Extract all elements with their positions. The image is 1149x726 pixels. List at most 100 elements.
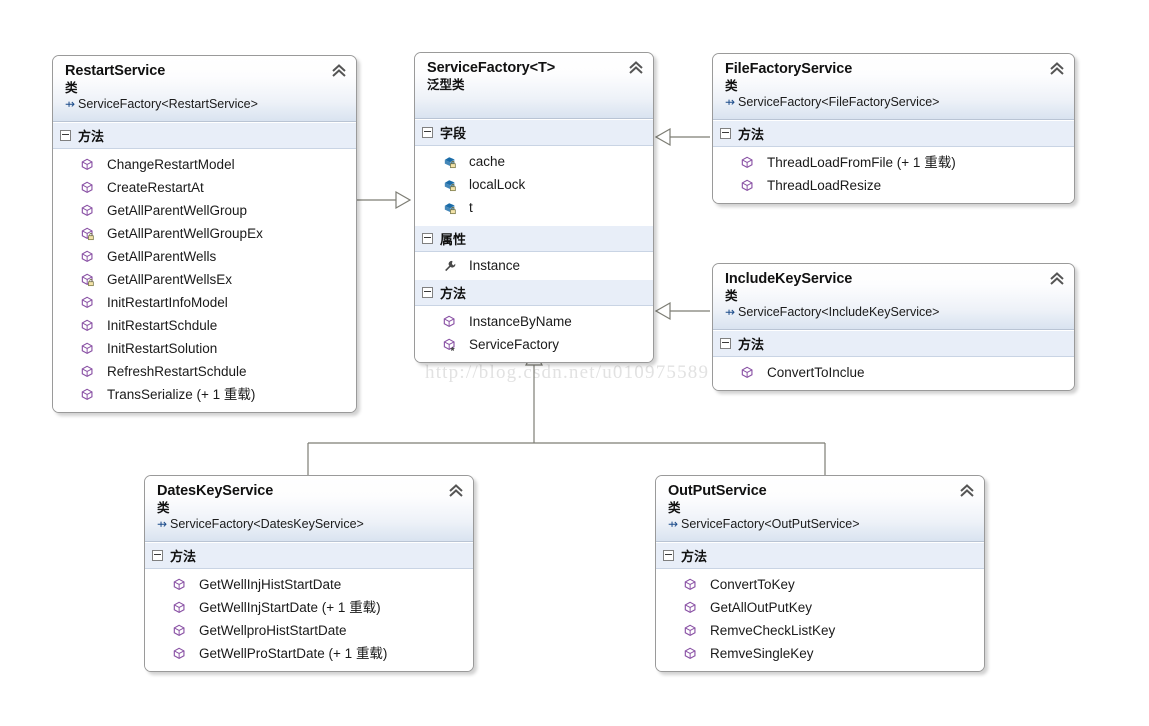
member-row[interactable]: ConvertToInclue bbox=[713, 361, 1074, 384]
member-name: InitRestartInfoModel bbox=[107, 295, 228, 310]
class-box-output-service[interactable]: OutPutService 类 ⇸ServiceFactory<OutPutSe… bbox=[655, 475, 985, 672]
collapse-chevron-icon[interactable] bbox=[1049, 62, 1065, 76]
method-private-icon bbox=[81, 227, 95, 241]
collapse-expander-icon[interactable] bbox=[720, 128, 731, 139]
section-properties: 属性 Instance bbox=[415, 225, 653, 279]
member-name: GetAllParentWells bbox=[107, 249, 217, 264]
section-title: 方法 bbox=[738, 337, 765, 352]
member-name: Instance bbox=[469, 258, 521, 273]
member-row[interactable]: CreateRestartAt bbox=[53, 176, 356, 199]
section-title: 方法 bbox=[78, 129, 105, 144]
member-row[interactable]: InitRestartInfoModel bbox=[53, 291, 356, 314]
section-header[interactable]: 方法 bbox=[53, 122, 356, 149]
class-header: ServiceFactory<T> 泛型类 bbox=[415, 53, 653, 119]
section-header[interactable]: 字段 bbox=[415, 119, 653, 146]
member-row[interactable]: ThreadLoadFromFile (+ 1 重载) bbox=[713, 151, 1074, 174]
member-name: t bbox=[469, 200, 473, 215]
class-kind: 类 bbox=[157, 501, 170, 515]
member-row[interactable]: ServiceFactory bbox=[415, 333, 653, 356]
method-icon bbox=[684, 624, 698, 638]
member-row[interactable]: GetWellProStartDate (+ 1 重载) bbox=[145, 642, 473, 665]
field-private-icon bbox=[443, 178, 457, 192]
collapse-chevron-icon[interactable] bbox=[448, 484, 464, 498]
member-row[interactable]: localLock bbox=[415, 173, 653, 196]
member-name: GetAllOutPutKey bbox=[710, 600, 813, 615]
member-name: GetAllParentWellsEx bbox=[107, 272, 233, 287]
method-icon bbox=[81, 365, 95, 379]
class-title: IncludeKeyService bbox=[725, 271, 853, 287]
method-icon bbox=[81, 296, 95, 310]
collapse-expander-icon[interactable] bbox=[720, 338, 731, 349]
member-row[interactable]: ThreadLoadResize bbox=[713, 174, 1074, 197]
member-row[interactable]: GetWellproHistStartDate bbox=[145, 619, 473, 642]
collapse-chevron-icon[interactable] bbox=[331, 64, 347, 78]
method-icon bbox=[684, 647, 698, 661]
class-box-dates-key-service[interactable]: DatesKeyService 类 ⇸ServiceFactory<DatesK… bbox=[144, 475, 474, 672]
member-row[interactable]: RefreshRestartSchdule bbox=[53, 360, 356, 383]
section-methods: 方法 ConvertToKey GetAllOutPutKey RemveChe… bbox=[656, 542, 984, 671]
collapse-expander-icon[interactable] bbox=[663, 550, 674, 561]
section-header[interactable]: 方法 bbox=[713, 120, 1074, 147]
class-base-type bbox=[427, 93, 643, 110]
member-row[interactable]: RemveSingleKey bbox=[656, 642, 984, 665]
member-row[interactable]: TransSerialize (+ 1 重载) bbox=[53, 383, 356, 406]
class-kind: 类 bbox=[65, 81, 78, 95]
property-icon bbox=[443, 259, 457, 273]
section-header[interactable]: 方法 bbox=[145, 542, 473, 569]
class-box-restart-service[interactable]: RestartService 类 ⇸ServiceFactory<Restart… bbox=[52, 55, 357, 413]
member-row[interactable]: ChangeRestartModel bbox=[53, 153, 356, 176]
member-name: localLock bbox=[469, 177, 526, 192]
member-name: GetWellInjStartDate (+ 1 重载) bbox=[199, 600, 381, 615]
method-icon bbox=[173, 601, 187, 615]
member-row[interactable]: Instance bbox=[415, 254, 653, 277]
collapse-chevron-icon[interactable] bbox=[959, 484, 975, 498]
member-row[interactable]: GetAllOutPutKey bbox=[656, 596, 984, 619]
collapse-expander-icon[interactable] bbox=[60, 130, 71, 141]
member-row[interactable]: GetWellInjHistStartDate bbox=[145, 573, 473, 596]
member-row[interactable]: GetAllParentWellsEx bbox=[53, 268, 356, 291]
member-row[interactable]: GetAllParentWells bbox=[53, 245, 356, 268]
method-icon bbox=[173, 624, 187, 638]
section-title: 方法 bbox=[170, 549, 197, 564]
member-row[interactable]: cache bbox=[415, 150, 653, 173]
section-header[interactable]: 方法 bbox=[656, 542, 984, 569]
section-header[interactable]: 属性 bbox=[415, 225, 653, 252]
collapse-chevron-icon[interactable] bbox=[1049, 272, 1065, 286]
member-row[interactable]: GetAllParentWellGroupEx bbox=[53, 222, 356, 245]
member-row[interactable]: t bbox=[415, 196, 653, 219]
method-icon bbox=[81, 204, 95, 218]
section-methods: 方法 InstanceByName ServiceFactory bbox=[415, 279, 653, 362]
member-list: ThreadLoadFromFile (+ 1 重载) ThreadLoadRe… bbox=[713, 147, 1074, 203]
member-row[interactable]: InitRestartSchdule bbox=[53, 314, 356, 337]
member-list: ChangeRestartModel CreateRestartAt GetAl… bbox=[53, 149, 356, 412]
member-row[interactable]: GetWellInjStartDate (+ 1 重载) bbox=[145, 596, 473, 619]
member-row[interactable]: InitRestartSolution bbox=[53, 337, 356, 360]
member-row[interactable]: GetAllParentWellGroup bbox=[53, 199, 356, 222]
member-name: ServiceFactory bbox=[469, 337, 560, 352]
member-row[interactable]: ConvertToKey bbox=[656, 573, 984, 596]
collapse-expander-icon[interactable] bbox=[422, 233, 433, 244]
member-name: RefreshRestartSchdule bbox=[107, 364, 247, 379]
member-name: ThreadLoadFromFile (+ 1 重载) bbox=[767, 155, 956, 170]
inherits-arrow-icon: ⇸ bbox=[668, 517, 679, 531]
class-box-file-factory-service[interactable]: FileFactoryService 类 ⇸ServiceFactory<Fil… bbox=[712, 53, 1075, 204]
member-name: ThreadLoadResize bbox=[767, 178, 882, 193]
collapse-expander-icon[interactable] bbox=[422, 287, 433, 298]
collapse-expander-icon[interactable] bbox=[152, 550, 163, 561]
member-name: ConvertToInclue bbox=[767, 365, 865, 380]
section-header[interactable]: 方法 bbox=[713, 330, 1074, 357]
member-row[interactable]: InstanceByName bbox=[415, 310, 653, 333]
collapse-expander-icon[interactable] bbox=[422, 127, 433, 138]
section-header[interactable]: 方法 bbox=[415, 279, 653, 306]
class-box-include-key-service[interactable]: IncludeKeyService 类 ⇸ServiceFactory<Incl… bbox=[712, 263, 1075, 391]
class-base-type: ⇸ServiceFactory<IncludeKeyService> bbox=[725, 305, 940, 319]
watermark-text: http://blog.csdn.net/u010975589 bbox=[425, 362, 710, 383]
connector-restartservice-servicefactory bbox=[355, 190, 412, 210]
section-methods: 方法 ConvertToInclue bbox=[713, 330, 1074, 390]
collapse-chevron-icon[interactable] bbox=[628, 61, 644, 75]
inherits-arrow-icon: ⇸ bbox=[157, 517, 168, 531]
member-row[interactable]: RemveCheckListKey bbox=[656, 619, 984, 642]
class-box-service-factory[interactable]: ServiceFactory<T> 泛型类 字段 cache localLock… bbox=[414, 52, 654, 363]
member-list: cache localLock t bbox=[415, 146, 653, 225]
